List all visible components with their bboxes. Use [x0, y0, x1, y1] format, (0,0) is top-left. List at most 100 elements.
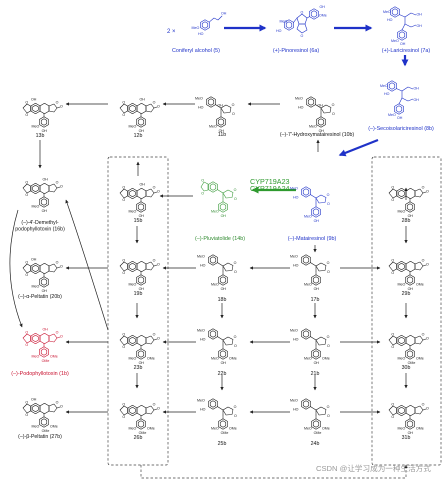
atom-label: O: [153, 258, 156, 262]
compound-label-23b: 23b: [134, 365, 143, 371]
atom-label: MeO: [280, 20, 288, 24]
atom-label: O: [25, 343, 28, 347]
atom-label: MeO: [290, 255, 298, 259]
atom-label: OMe: [50, 425, 58, 429]
atom-label: O: [60, 335, 63, 339]
atom-label: O: [234, 344, 237, 348]
atom-label: MeO: [32, 285, 40, 289]
compound-label-7a: (+)-Lariciresinol (7a): [382, 48, 431, 54]
atom-label: O: [327, 344, 330, 348]
atom-label: HO: [198, 32, 204, 36]
atom-label: O: [25, 113, 28, 117]
atom-label: MeO: [304, 427, 312, 431]
atom-label: OH: [139, 287, 145, 291]
atom-label: MeO: [398, 210, 406, 214]
atom-label: O: [122, 113, 125, 117]
atom-label: O: [426, 407, 429, 411]
atom-label: O: [157, 407, 160, 411]
dashed-connector-bottom: [140, 464, 408, 479]
dashed-group-right: [371, 156, 442, 466]
atom-label: HO: [276, 29, 282, 33]
atom-label: O: [426, 263, 429, 267]
atom-label: O: [60, 405, 63, 409]
reaction-arrow: [338, 138, 379, 157]
compound-label-10b: (–)-7'-Hydroxymatairesinol (10b): [280, 132, 354, 138]
atom-label: O: [122, 259, 125, 263]
atom-label: O: [25, 193, 28, 197]
atom-label: O: [122, 198, 125, 202]
atom-label: OH: [414, 87, 420, 91]
atom-label: O: [60, 185, 63, 189]
atom-label: O: [122, 403, 125, 407]
atom-label: MeO: [32, 205, 40, 209]
atom-label: O: [25, 181, 28, 185]
atom-label: MeO: [129, 357, 137, 361]
atom-label: OH: [221, 287, 227, 291]
atom-label: HO: [298, 105, 304, 109]
atom-label: OH: [42, 209, 48, 213]
atom-label: O: [234, 270, 237, 274]
atom-label: OH: [42, 289, 48, 293]
atom-label: MeO: [391, 39, 399, 43]
atom-label: MeO: [209, 125, 217, 129]
compound-label-14b: (–)-Pluviatolide (14b): [195, 236, 245, 242]
compound-label-18b: 18b: [218, 297, 227, 303]
atom-label: MeO: [195, 97, 203, 101]
atom-label: OH: [43, 328, 49, 332]
compound-label-26b: 26b: [134, 435, 143, 441]
compound-label-6a: (+)-Pinoresinol (6a): [273, 48, 319, 54]
atom-label: MeO: [32, 355, 40, 359]
atom-label: HO: [293, 407, 299, 411]
atom-label: MeO: [290, 329, 298, 333]
atom-label: O: [327, 335, 330, 339]
atom-label: O: [122, 186, 125, 190]
atom-label: OH: [397, 116, 403, 120]
reaction-arrow-curved: [9, 209, 23, 328]
compound-label-16b: (–)-4'-Demethyl-: [21, 220, 59, 226]
atom-label: O: [56, 400, 59, 404]
atom-label: O: [391, 198, 394, 202]
compound-label-27b: (–)-β-Peltatin (27b): [18, 434, 62, 440]
atom-label: OMe: [50, 355, 58, 359]
atom-label: O: [422, 258, 425, 262]
atom-label: OH: [314, 361, 320, 365]
atom-label: HO: [293, 195, 299, 199]
atom-label: OH: [417, 13, 423, 17]
atom-label: O: [327, 270, 330, 274]
atom-label: O: [391, 403, 394, 407]
atom-label: O: [234, 261, 237, 265]
atom-label: O: [234, 335, 237, 339]
compound-label-22b: 22b: [218, 371, 227, 377]
compound-label-13b: 13b: [36, 133, 45, 139]
atom-label: O: [327, 193, 330, 197]
compound-label-28b: 28b: [402, 218, 411, 224]
atom-label: O: [25, 101, 28, 105]
atom-label: MeO: [398, 283, 406, 287]
atom-label: O: [157, 105, 160, 109]
atom-label: OMe: [416, 357, 424, 361]
dashed-group-left: [107, 156, 169, 466]
atom-label: MeO: [309, 125, 317, 129]
atom-label: MeO: [129, 427, 137, 431]
watermark: CSDN @让学习成为一种生活方式: [316, 463, 431, 473]
compound-label-31b: 31b: [402, 435, 411, 441]
multiplier-label: 2 ×: [167, 29, 176, 35]
atom-label: O: [25, 413, 28, 417]
atom-label: O: [391, 259, 394, 263]
atom-label: O: [157, 337, 160, 341]
atom-label: OH: [31, 398, 37, 402]
compound-label-1b: (–)-Podophyllotoxin (1b): [11, 371, 69, 377]
atom-label: OH: [31, 258, 37, 262]
atom-label: OH: [318, 104, 324, 108]
